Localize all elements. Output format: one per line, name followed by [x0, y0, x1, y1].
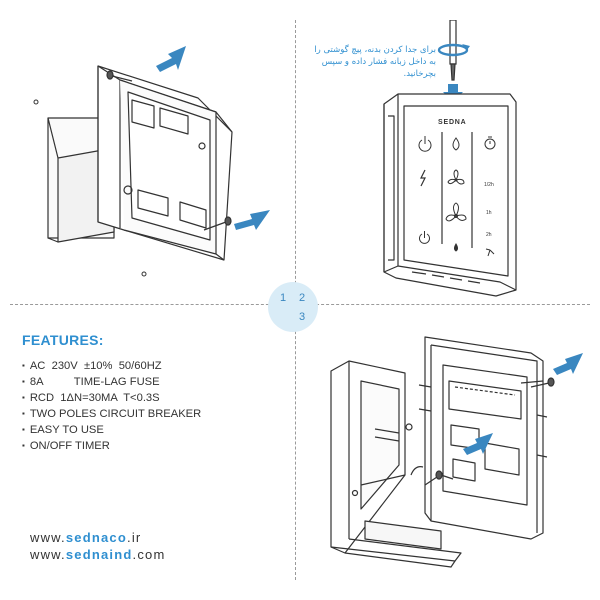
feature-item: AC 230V ±10% 50/60HZ [22, 358, 272, 374]
feature-item: ON/OFF TIMER [22, 438, 272, 454]
website-2-prefix: www. [30, 547, 66, 562]
website-1-suffix: .ir [127, 530, 142, 545]
timer-label-2h: 2h [486, 232, 492, 238]
timer-label-1h: 1h [486, 210, 492, 216]
step-3-illustration [325, 325, 590, 570]
website-2-brand: sednaind [65, 547, 133, 562]
instruction-text: برای جدا کردن بدنه، پیچ گوشتی را به داخل… [314, 45, 436, 79]
step-1-illustration [20, 40, 290, 290]
step-number-3: 3 [299, 311, 306, 323]
website-1[interactable]: www.sednaco.ir [30, 530, 141, 545]
features-list: FEATURES: AC 230V ±10% 50/60HZ 8A TIME-L… [22, 332, 272, 454]
feature-item: RCD 1ΔN=30MA T<0.3S [22, 390, 272, 406]
step-number-1: 1 [280, 292, 287, 304]
brand-label: SEDNA [438, 119, 467, 126]
feature-item: EASY TO USE [22, 422, 272, 438]
website-2-suffix: .com [132, 547, 166, 562]
step-number-2: 2 [299, 292, 306, 304]
timer-label-half: 1/2h [484, 182, 494, 188]
website-1-prefix: www. [30, 530, 66, 545]
feature-item: 8A TIME-LAG FUSE [22, 374, 272, 390]
step-indicator [268, 282, 318, 332]
website-2[interactable]: www.sednaind.com [30, 547, 166, 562]
step-2-illustration: SEDNA 1/2h 1h 2h [370, 20, 550, 300]
features-title: FEATURES: [22, 332, 104, 348]
feature-item: TWO POLES CIRCUIT BREAKER [22, 406, 272, 422]
website-1-brand: sednaco [65, 530, 128, 545]
